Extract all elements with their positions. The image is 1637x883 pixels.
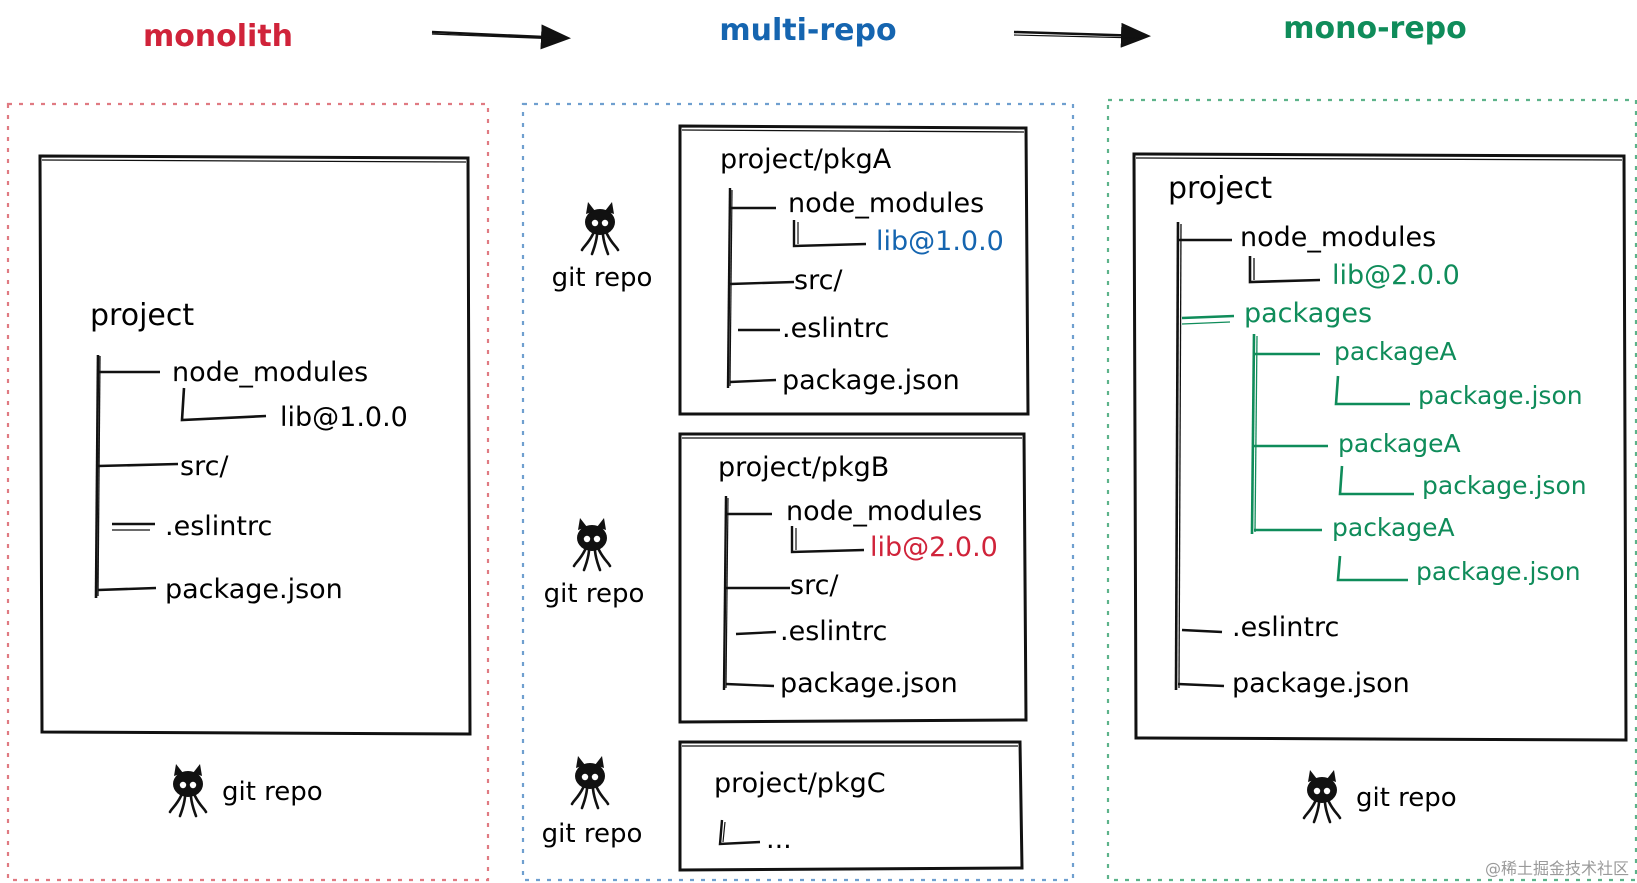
monolith-node-modules: node_modules [172, 357, 368, 388]
pkgA-eslintrc: .eslintrc [782, 313, 889, 344]
mono-package-item-file: package.json [1422, 471, 1587, 500]
pkgC-ellipsis: ... [766, 824, 792, 855]
mono-package-item-name: packageA [1332, 513, 1455, 542]
pkgB-git-repo: git repo [544, 516, 645, 609]
pkgB-eslintrc: .eslintrc [780, 616, 887, 647]
pkgA-package-json: package.json [782, 365, 960, 396]
pkgA-title: project/pkgA [720, 144, 892, 175]
mono-tree-lines-black [1174, 221, 1321, 691]
mono-eslintrc: .eslintrc [1232, 612, 1339, 643]
monolith-repo-label: git repo [222, 777, 323, 807]
pkgA-repo-label: git repo [552, 263, 653, 293]
pkgA-src: src/ [794, 265, 843, 296]
mono-package-item-file: package.json [1416, 557, 1581, 586]
mono-project-box [1132, 152, 1628, 742]
multi-repo-section [521, 102, 1075, 882]
mono-repo-label: git repo [1356, 783, 1457, 813]
github-octocat-icon [580, 200, 620, 256]
mono-packages: packages [1244, 298, 1372, 329]
monolith-section [6, 102, 490, 882]
github-octocat-icon [572, 516, 612, 572]
pkgB-src: src/ [790, 570, 839, 601]
github-octocat-icon [168, 762, 208, 818]
pkgC-repo-label: git repo [542, 819, 643, 849]
mono-package-item-name: packageA [1338, 429, 1461, 458]
monolith-eslintrc: .eslintrc [165, 511, 272, 542]
mono-package-item-name: packageA [1334, 337, 1457, 366]
pkgC-title: project/pkgC [714, 768, 886, 799]
pkgB-box [678, 432, 1028, 724]
pkgB-title: project/pkgB [718, 452, 889, 483]
pkgB-tree-lines [722, 495, 865, 691]
pkgA-lib: lib@1.0.0 [876, 226, 1004, 257]
monolith-title: monolith [143, 19, 293, 54]
mono-node-modules: node_modules [1240, 222, 1436, 253]
monolith-project-box [38, 154, 472, 736]
github-octocat-icon [570, 754, 610, 810]
pkgA-git-repo: git repo [552, 200, 653, 293]
github-octocat-icon [1302, 768, 1342, 824]
pkgB-package-json: package.json [780, 668, 958, 699]
mono-lib: lib@2.0.0 [1332, 260, 1460, 291]
monolith-package-json: package.json [165, 574, 343, 605]
mono-repo-section [1106, 98, 1637, 882]
multi-repo-title: multi-repo [719, 13, 896, 48]
monolith-tree-lines [94, 354, 267, 599]
monolith-lib: lib@1.0.0 [280, 402, 408, 433]
mono-package-item-file: package.json [1418, 381, 1583, 410]
mono-repo-title: mono-repo [1283, 11, 1467, 46]
monolith-project-label: project [90, 298, 194, 333]
monolith-src: src/ [180, 451, 229, 482]
pkgB-lib: lib@2.0.0 [870, 532, 998, 563]
arrow-monolith-to-multi [431, 24, 571, 50]
pkgA-box [678, 124, 1030, 416]
pkgC-tree-lines [718, 819, 761, 846]
pkgB-node-modules: node_modules [786, 496, 982, 527]
monolith-git-repo: git repo [168, 762, 323, 818]
pkgA-tree-lines [726, 187, 867, 389]
pkgC-box [678, 740, 1024, 872]
pkgC-git-repo: git repo [542, 754, 643, 849]
mono-git-repo: git repo [1302, 768, 1457, 824]
arrow-multi-to-mono [1013, 22, 1151, 48]
mono-project-label: project [1168, 171, 1272, 206]
watermark: @稀土掘金技术社区 [1484, 859, 1629, 878]
pkgA-node-modules: node_modules [788, 188, 984, 219]
mono-tree-lines-green [1181, 314, 1414, 582]
pkgB-repo-label: git repo [544, 579, 645, 609]
mono-package-json: package.json [1232, 668, 1410, 699]
